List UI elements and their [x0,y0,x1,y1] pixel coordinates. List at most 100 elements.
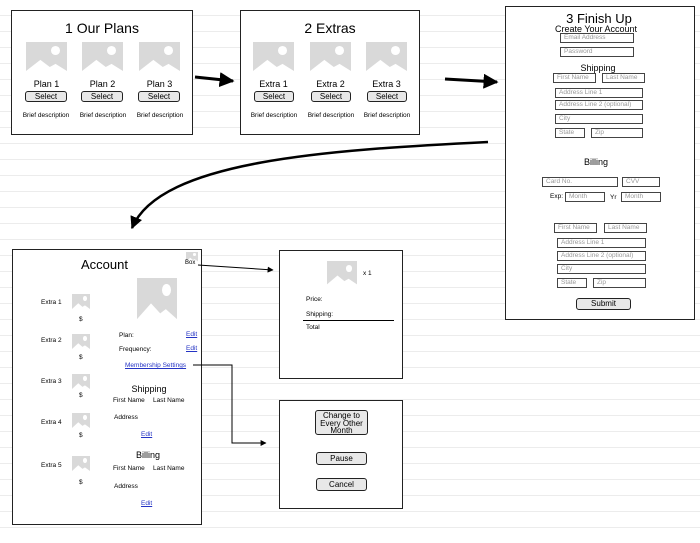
shipping-address-1-field[interactable]: Address Line 1 [555,88,643,98]
billing-address-1-field[interactable]: Address Line 1 [557,238,646,248]
extra-description: Brief description [363,112,411,119]
account-extra-label: Extra 1 [41,299,62,306]
box-thumbnail-icon [186,252,198,262]
account-extra-price: $ [79,479,83,486]
account-title: Account [81,257,128,272]
image-placeholder-icon [310,42,351,73]
box-image-icon [137,278,177,322]
box-image-icon [327,261,357,286]
total-label: Total [306,324,320,331]
account-extra-price: $ [79,316,83,323]
price-label: Price: [306,296,323,303]
billing-last-name-field[interactable]: Last Name [604,223,647,233]
last-name-text: Last Name [153,397,185,404]
select-plan-2-button[interactable]: Select [81,91,123,102]
billing-address-2-field[interactable]: Address Line 2 (optional) [557,251,646,261]
plan-description: Brief description [136,112,184,119]
arrow-plans-to-extras [194,72,235,88]
plan-label: Plan 2 [89,79,116,89]
image-placeholder-icon [72,334,90,350]
plans-panel: 1 Our Plans Plan 1 Select Brief descript… [11,10,193,135]
submit-button[interactable]: Submit [576,298,631,310]
account-extra-label: Extra 3 [41,378,62,385]
image-placeholder-icon [72,294,90,310]
billing-heading: Billing [583,157,608,167]
total-divider [303,320,394,321]
shipping-state-field[interactable]: State [555,128,585,138]
select-plan-1-button[interactable]: Select [25,91,67,102]
account-extra-price: $ [79,354,83,361]
select-extra-2-button[interactable]: Select [311,91,351,102]
exp-month-field[interactable]: Month [565,192,605,202]
account-billing-heading: Billing [135,450,160,460]
plan-label: Plan 3 [146,79,173,89]
email-field[interactable]: Email Address [560,33,634,43]
plans-title: 1 Our Plans [65,20,139,36]
year-label: Yr [610,194,617,201]
change-frequency-button[interactable]: Change to Every Other Month [315,410,368,435]
account-extra-label: Extra 4 [41,419,62,426]
pause-button[interactable]: Pause [316,452,367,465]
shipping-first-name-field[interactable]: First Name [553,73,596,83]
billing-first-name-field[interactable]: First Name [554,223,597,233]
membership-settings-panel: Change to Every Other Month Pause Cancel [279,400,403,509]
exp-year-field[interactable]: Month [621,192,661,202]
image-placeholder-icon [82,42,123,73]
box-detail-panel: x 1 Price: Shipping: Total [279,250,403,379]
shipping-address-2-field[interactable]: Address Line 2 (optional) [555,100,643,110]
image-placeholder-icon [253,42,294,73]
extra-label: Extra 1 [259,79,288,89]
address-text: Address [114,414,138,421]
account-shipping-heading: Shipping [131,384,167,394]
image-placeholder-icon [26,42,67,73]
image-placeholder-icon [72,413,90,429]
arrow-membership-to-settings [193,364,267,446]
card-number-field[interactable]: Card No. [542,177,618,187]
account-panel: Account Box Extra 1 $ Extra 2 $ Extra 3 … [12,249,202,525]
edit-billing-link[interactable]: Edit [141,500,153,507]
billing-state-field[interactable]: State [557,278,587,288]
membership-settings-link[interactable]: Membership Settings [125,362,187,369]
plan-description: Brief description [22,112,70,119]
select-extra-1-button[interactable]: Select [254,91,294,102]
shipping-heading: Shipping [580,63,616,73]
finish-up-panel: 3 Finish Up Create Your Account Email Ad… [505,6,695,320]
extra-description: Brief description [307,112,355,119]
shipping-label: Shipping: [306,311,334,318]
plan-label: Plan 1 [33,79,60,89]
plan-description: Brief description [79,112,127,119]
edit-shipping-link[interactable]: Edit [141,431,153,438]
first-name-text: First Name [113,465,145,472]
extra-label: Extra 3 [372,79,401,89]
extra-description: Brief description [250,112,298,119]
address-text: Address [114,483,138,490]
image-placeholder-icon [366,42,407,73]
account-extra-price: $ [79,432,83,439]
box-label[interactable]: Box [185,260,196,266]
cvv-field[interactable]: CVV [622,177,660,187]
arrow-extras-to-finish [444,73,499,89]
quantity-text: x 1 [363,270,372,277]
cancel-button[interactable]: Cancel [316,478,367,491]
finish-title: 3 Finish Up [566,11,632,26]
edit-frequency-link[interactable]: Edit [186,345,198,352]
frequency-label: Frequency: [119,346,152,353]
image-placeholder-icon [72,374,90,390]
password-field[interactable]: Password [560,47,634,57]
billing-city-field[interactable]: City [557,264,646,274]
select-extra-3-button[interactable]: Select [367,91,407,102]
select-plan-3-button[interactable]: Select [138,91,180,102]
edit-plan-link[interactable]: Edit [186,331,198,338]
shipping-last-name-field[interactable]: Last Name [602,73,645,83]
shipping-zip-field[interactable]: Zip [591,128,643,138]
extras-panel: 2 Extras Extra 1 Select Brief descriptio… [240,10,420,135]
arrow-finish-to-account [130,140,489,230]
shipping-city-field[interactable]: City [555,114,643,124]
plan-label: Plan: [119,332,134,339]
billing-zip-field[interactable]: Zip [593,278,646,288]
account-extra-price: $ [79,392,83,399]
first-name-text: First Name [113,397,145,404]
exp-label: Exp: [550,193,564,200]
last-name-text: Last Name [153,465,185,472]
